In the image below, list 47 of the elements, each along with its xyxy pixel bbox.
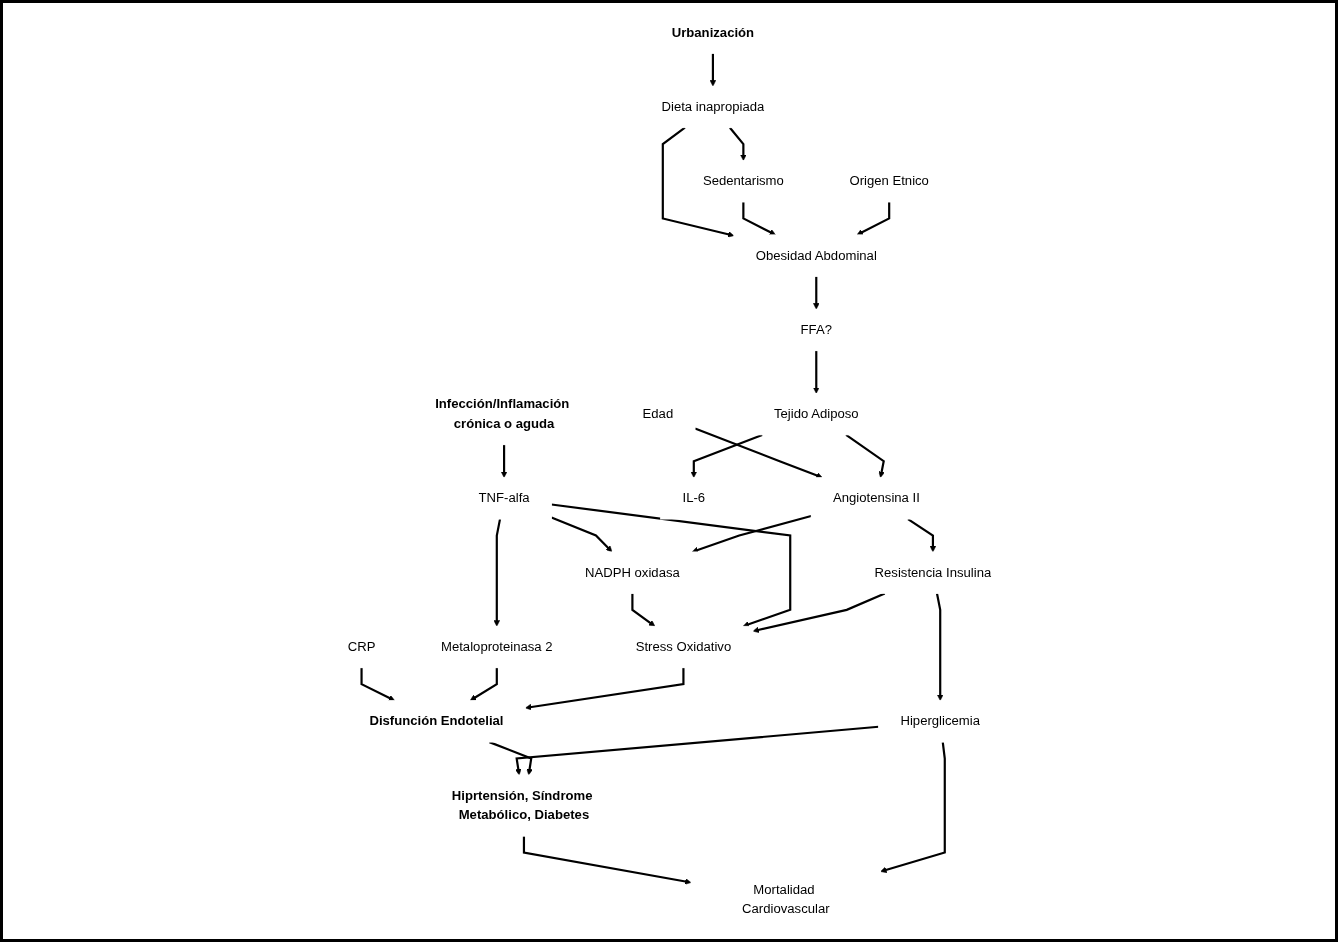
node-text: Angiotensina II	[832, 490, 920, 506]
arrow	[856, 202, 890, 236]
node-text: Obesidad Abdominal	[755, 247, 877, 263]
node-text: Sedentarismo	[702, 173, 784, 189]
arrow	[844, 434, 885, 478]
arrow	[935, 593, 943, 701]
node-text: Urbanización	[671, 24, 754, 40]
arrow	[469, 667, 498, 701]
arrow	[514, 725, 879, 776]
arrow	[728, 127, 747, 161]
arrow	[741, 202, 776, 236]
node-text: Hiperglicemia	[899, 713, 980, 729]
flowchart: Urbanización Dieta inapropiada Sedentarismo Origen Etnico Obesidad Abdominal FFA? Infección/Inflamación crónica o aguda Edad Tejido Adiposo TNF-alfa IL-6 Angiotensina II NADPH oxidasa Resistencia Insulina CRP Metaloproteinasa 2 Stress Oxidativo Disfunción Endotelial Hiperglicemia Hiprtensión, Síndrome Metabólico, Diabetes Mortalidad Cardiovascular	[319, 6, 1019, 936]
arrow	[691, 514, 811, 553]
arrow	[359, 667, 395, 701]
arrow	[694, 427, 823, 479]
arrow	[488, 741, 533, 776]
arrow	[550, 503, 791, 628]
node-text: NADPH oxidasa	[584, 565, 680, 580]
node-text: Resistencia Insulina	[874, 565, 991, 580]
node-text: Stress Oxidativo	[635, 639, 731, 654]
arrow	[500, 444, 507, 478]
arrow	[493, 518, 501, 627]
arrow	[709, 53, 716, 87]
arrow	[812, 350, 819, 394]
node-text: Infección/Inflamación crónica o aguda	[434, 396, 569, 431]
arrow	[906, 518, 936, 553]
node-text: CRP	[347, 639, 375, 654]
node-text: Tejido Adiposo	[773, 406, 859, 422]
node-text: Hiprtensión, Síndrome Metabólico, Diabetes	[451, 788, 592, 823]
node-text: Mortalidad Cardiovascular	[741, 882, 830, 917]
node-text: Dieta inapropiada	[661, 99, 764, 114]
arrow	[690, 433, 763, 478]
node-text: FFA?	[800, 322, 832, 337]
node-text: Metaloproteinasa 2	[440, 639, 553, 654]
node-text: Disfunción Endotelial	[368, 713, 504, 729]
arrow	[550, 516, 612, 553]
node-text: TNF-alfa	[478, 490, 530, 506]
arrow	[661, 126, 734, 238]
arrow	[522, 836, 691, 885]
node-text: Edad	[642, 406, 673, 422]
node-text: Origen Etnico	[848, 173, 929, 189]
arrow	[879, 742, 946, 873]
arrow	[630, 593, 655, 627]
arrow	[524, 667, 685, 711]
arrow	[752, 592, 885, 633]
arrow	[812, 276, 819, 310]
